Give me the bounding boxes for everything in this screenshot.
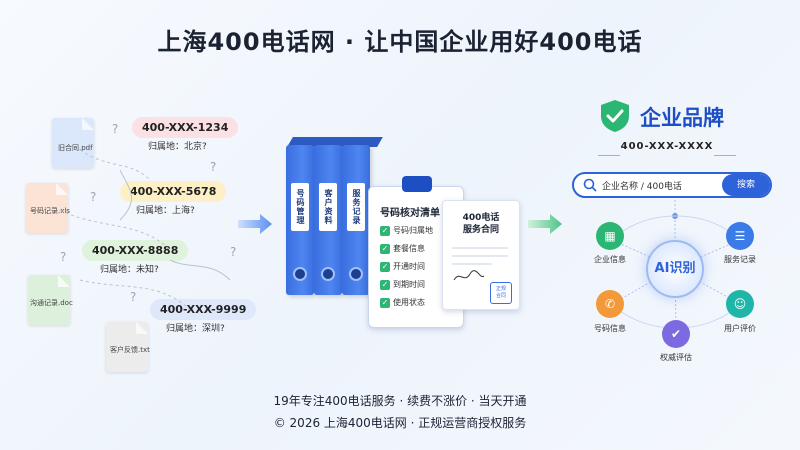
contract-title-line2: 服务合同	[462, 225, 499, 235]
binder: 客户资料	[314, 145, 342, 295]
checklist-item: ✓使用状态	[380, 297, 425, 308]
node-label: 权威评估	[660, 353, 692, 362]
contract-title-line1: 400电话	[462, 213, 500, 223]
node-label: 用户评价	[724, 324, 756, 333]
location-label: 归属地：未知?	[100, 265, 159, 275]
search-button[interactable]: 搜索	[722, 174, 770, 196]
number-bubble: 400-XXX-9999	[150, 299, 257, 320]
node-label: 企业信息	[594, 255, 626, 264]
question-mark-icon: ?	[230, 245, 237, 259]
location-label: 归属地：北京?	[148, 142, 207, 152]
check-icon: ✓	[380, 261, 390, 272]
number-bubble: 400-XXX-1234	[132, 117, 239, 138]
footer-slogan: 19年专注400电话服务 · 续费不涨价 · 当天开通	[273, 394, 527, 408]
question-mark-icon: ?	[90, 190, 97, 204]
doc-pdf-icon	[52, 118, 94, 168]
footer-copyright: © 2026 上海400电话网 · 正规运营商授权服务	[273, 416, 527, 430]
binder-ring-icon	[349, 267, 363, 281]
document-icon: ☰	[726, 222, 754, 250]
binder-label: 服务记录	[347, 183, 365, 231]
doc-txt-icon	[106, 322, 148, 372]
doc-label: 旧合同.pdf	[58, 144, 93, 152]
checklist-item: ✓套餐信息	[380, 243, 425, 254]
doc-label: 号码记录.xls	[30, 207, 70, 215]
checklist-item: ✓开通时间	[380, 261, 425, 272]
building-icon: ▦	[596, 222, 624, 250]
binder-label: 客户资料	[319, 183, 337, 231]
binder-label: 号码管理	[291, 183, 309, 231]
node-label: 服务记录	[724, 255, 756, 264]
binder-ring-icon	[321, 267, 335, 281]
ai-recognition-hub: AI识别	[646, 240, 704, 298]
checklist-item: ✓到期时间	[380, 279, 425, 290]
check-icon: ✓	[380, 279, 390, 290]
question-mark-icon: ?	[60, 250, 67, 264]
question-mark-icon: ?	[112, 122, 119, 136]
doc-label: 客户反馈.txt	[110, 346, 150, 354]
question-mark-icon: ?	[210, 160, 217, 174]
brand-number: 400-XXX-XXXX	[620, 141, 714, 152]
doc-doc-icon	[28, 275, 70, 325]
binder: 号码管理	[286, 145, 314, 295]
contract-stamp: 正规合同	[490, 282, 512, 304]
location-label: 归属地：深圳?	[166, 324, 225, 334]
node-label: 号码信息	[594, 324, 626, 333]
binder: 服务记录	[342, 145, 370, 295]
checklist-item: ✓号码归属地	[380, 225, 433, 236]
location-label: 归属地：上海?	[136, 206, 195, 216]
binder-ring-icon	[293, 267, 307, 281]
flow-arrow-icon	[238, 214, 272, 234]
shield-icon: ✔	[662, 320, 690, 348]
check-icon: ✓	[380, 225, 390, 236]
number-bubble: 400-XXX-8888	[82, 240, 189, 261]
brand-name: 企业品牌	[640, 106, 724, 130]
search-placeholder: 企业名称 / 400电话	[602, 182, 682, 192]
scribble-lines	[59, 149, 231, 311]
clipboard-clip-icon	[402, 176, 432, 192]
check-icon: ✓	[380, 243, 390, 254]
phone-icon: ✆	[596, 290, 624, 318]
brand-divider	[714, 155, 736, 156]
doc-xls-icon	[26, 183, 68, 233]
number-bubble: 400-XXX-5678	[120, 181, 227, 202]
doc-label: 沟通记录.doc	[30, 299, 73, 307]
check-icon: ✓	[380, 297, 390, 308]
question-mark-icon: ?	[130, 290, 137, 304]
brand-divider	[598, 155, 620, 156]
flow-arrow-icon	[528, 214, 562, 234]
page-title: 上海400电话网 · 让中国企业用好400电话	[157, 28, 643, 56]
search-icon	[583, 178, 597, 192]
checklist-title: 号码核对清单	[380, 208, 440, 219]
shield-check-icon	[601, 100, 629, 132]
user-icon: ☺	[726, 290, 754, 318]
contract-lines	[452, 247, 508, 281]
